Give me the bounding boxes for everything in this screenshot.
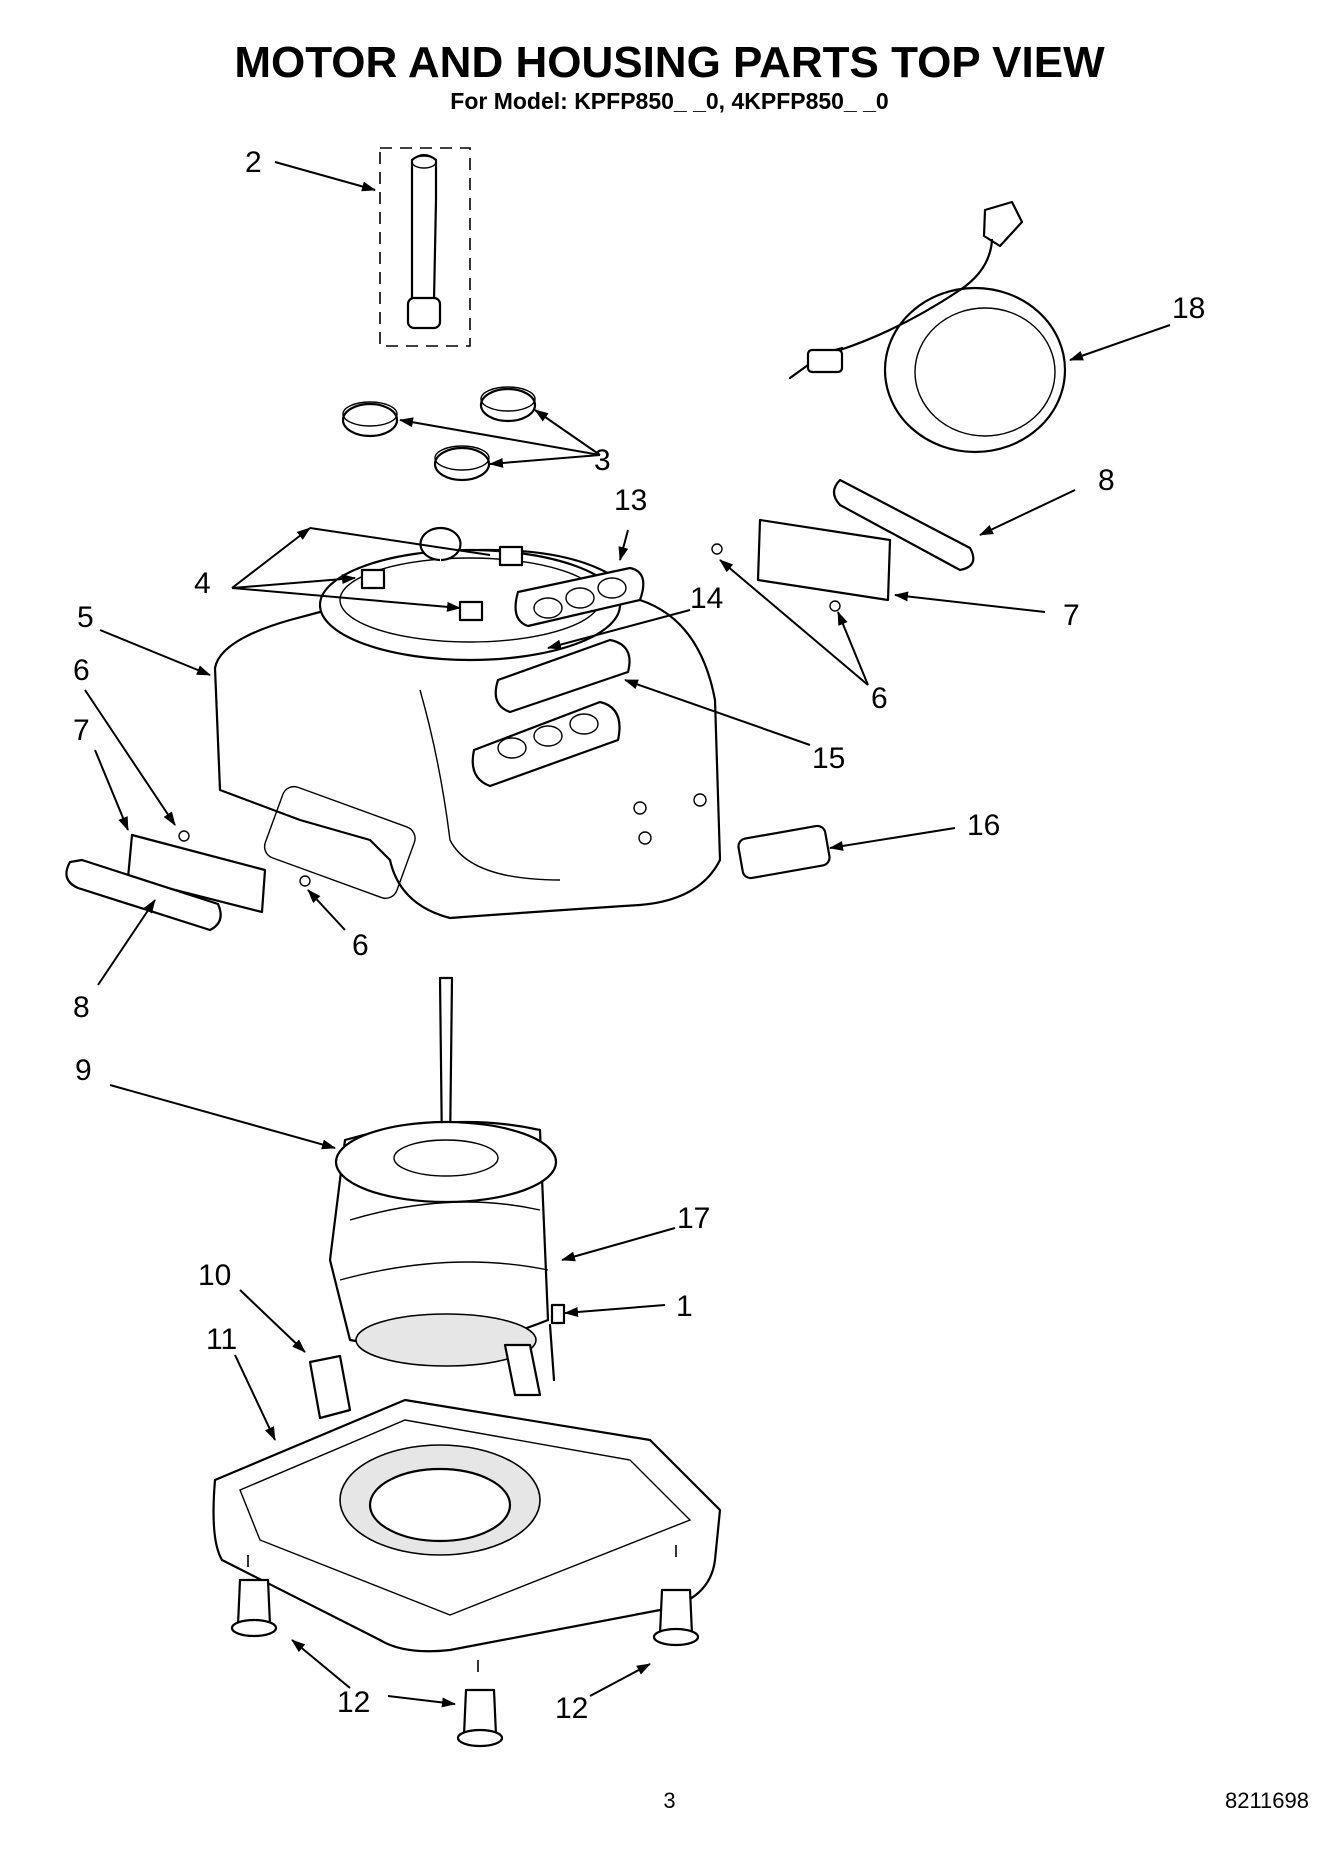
bracket-part [308,1354,352,1420]
callout-7-right: 7 [1063,599,1080,632]
callout-14: 14 [690,582,723,615]
callout-15: 15 [812,742,845,775]
callout-1: 1 [676,1290,693,1323]
model-subtitle: For Model: KPFP850_ _0, 4KPFP850_ _0 [450,88,889,114]
callout-13: 13 [614,484,647,517]
callout-8-left: 8 [73,991,90,1024]
page-number: 3 [663,1788,676,1813]
callout-18: 18 [1172,292,1205,325]
callout-9: 9 [75,1054,92,1087]
callout-6-left: 6 [73,654,90,687]
callout-8-right: 8 [1098,464,1115,497]
callout-7-left: 7 [73,714,90,747]
callout-17: 17 [677,1202,710,1235]
callout-6-right: 6 [871,682,888,715]
callout-2: 2 [245,146,262,179]
document-number: 8211698 [1224,1788,1309,1813]
callout-12-left: 12 [337,1686,370,1719]
callout-4: 4 [194,567,211,600]
callout-12-right: 12 [555,1692,588,1725]
callout-3: 3 [594,444,611,477]
screws-part [360,526,524,622]
switch-panel-part [471,566,645,788]
callout-labels: 2 18 3 13 8 4 14 7 5 6 6 7 15 16 6 8 9 1… [73,146,1205,1725]
page-title: MOTOR AND HOUSING PARTS TOP VIEW [234,38,1105,87]
callout-5: 5 [77,601,94,634]
callout-6-bottom: 6 [352,929,369,962]
drive-shaft-part [379,147,471,347]
callout-10: 10 [198,1259,231,1292]
motor-part [328,976,566,1397]
callout-16: 16 [967,809,1000,842]
callout-11: 11 [206,1323,237,1356]
knob-caps-part [341,386,537,482]
leader-arrows [84,161,1171,1708]
power-cord-part [788,200,1067,454]
feet-part [230,1545,700,1748]
vent-grilles-part [65,478,975,932]
base-part [212,1398,722,1653]
